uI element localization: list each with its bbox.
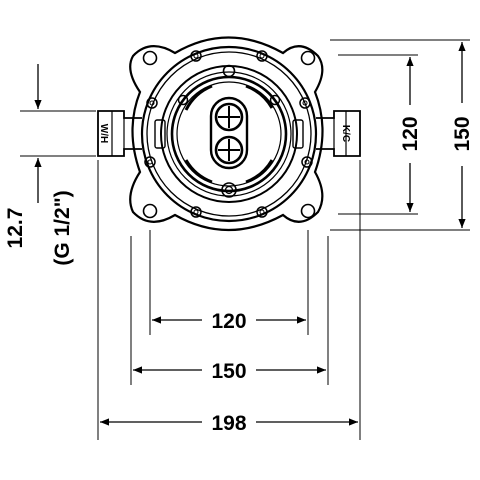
dimension-bottom-150: 150 [133, 360, 326, 383]
dimension-label-198: 198 [211, 412, 246, 435]
corner-hole-top-left [142, 50, 158, 66]
screw [190, 206, 202, 218]
screw [256, 206, 268, 218]
port-label-kc: K/C [340, 125, 351, 142]
dimension-label-150-right: 150 [451, 116, 474, 151]
corner-hole-bottom-right [300, 203, 316, 219]
dimension-label-120-bottom: 120 [211, 310, 246, 333]
screw [144, 156, 156, 168]
valve-body [140, 45, 318, 223]
screw [299, 97, 311, 109]
dimension-right-150: 150 [451, 42, 474, 228]
screw [190, 50, 202, 62]
dimension-label-120-right: 120 [399, 116, 422, 151]
dimension-right-120: 120 [399, 57, 422, 212]
lower-port [214, 135, 244, 165]
dimension-label-150-bottom: 150 [211, 360, 246, 383]
dimension-bottom-198: 198 [100, 412, 358, 435]
screw [146, 97, 158, 109]
port-label-wh: W/H [98, 124, 109, 143]
upper-port [214, 102, 244, 132]
screw [177, 94, 189, 106]
dimension-label-12-7: 12.7 [4, 208, 27, 249]
dimension-left-thread: 12.7 (G 1/2") [4, 64, 74, 266]
corner-hole-bottom-left [142, 203, 158, 219]
dimension-bottom-120: 120 [152, 310, 306, 333]
corner-hole-top-right [300, 50, 316, 66]
right-inlet-connector: K/C [316, 110, 361, 157]
screw [301, 156, 313, 168]
left-inlet-connector: W/H [97, 110, 142, 157]
screw [269, 94, 281, 106]
central-cartridge [209, 96, 249, 170]
body-screws [144, 50, 313, 218]
screw [256, 50, 268, 62]
dimension-label-thread-size: (G 1/2") [51, 190, 74, 265]
extension-lines [20, 39, 470, 440]
corner-mounting-holes [142, 50, 316, 219]
mounting-flange [129, 36, 324, 231]
